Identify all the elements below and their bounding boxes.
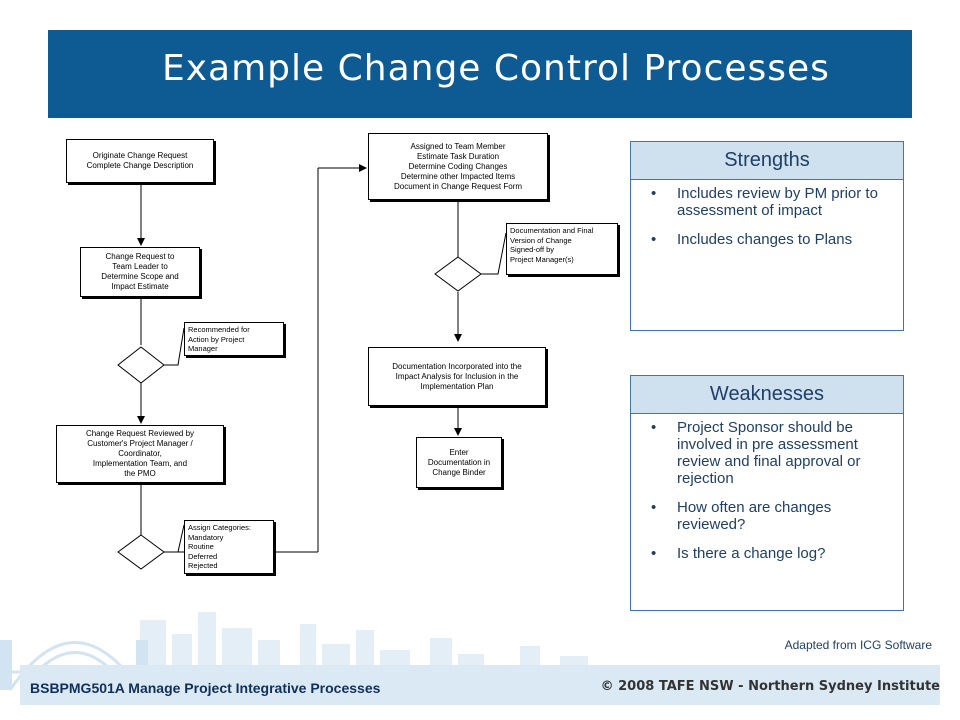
note-text: Documentation and Final <box>510 226 594 235</box>
bullet: • <box>651 499 657 516</box>
bullet: • <box>651 185 657 202</box>
note-text: Assign Categories: <box>188 523 251 532</box>
flow-box-reviewed: Change Request Reviewed by Customer's Pr… <box>56 425 224 483</box>
title-bar: Example Change Control Processes <box>48 30 912 118</box>
weaknesses-item-text: Project Sponsor should be involved in pr… <box>677 419 861 487</box>
footer-strip <box>20 665 940 705</box>
flow-box-incorporated: Documentation Incorporated into the Impa… <box>368 347 546 406</box>
decision-diamond <box>117 534 165 570</box>
flow-text: Customer's Project Manager / <box>87 439 193 448</box>
flow-text: Change Request to <box>105 252 175 261</box>
strengths-list: • Includes review by PM prior to assessme… <box>631 180 903 248</box>
flow-text: the PMO <box>124 469 156 478</box>
slide-title: Example Change Control Processes <box>162 48 830 89</box>
weaknesses-list: • Project Sponsor should be involved in p… <box>631 414 903 562</box>
strengths-panel: Strengths • Includes review by PM prior t… <box>630 141 904 331</box>
flowchart: Originate Change Request Complete Change… <box>48 125 628 610</box>
note-text: Mandatory <box>188 532 224 542</box>
weaknesses-item: • Project Sponsor should be involved in p… <box>649 419 889 487</box>
note-text: Rejected <box>188 561 218 570</box>
strengths-heading: Strengths <box>631 142 903 180</box>
note-text: Signed-off by <box>510 245 555 254</box>
note-documentation: Documentation and Final Version of Chang… <box>506 223 618 275</box>
flow-text: Document in Change Request Form <box>393 181 523 191</box>
strengths-item: • Includes changes to Plans <box>649 231 889 248</box>
decision-diamond <box>117 346 165 384</box>
flow-box-originate: Originate Change Request Complete Change… <box>66 139 214 183</box>
copyright-notice: © 2008 TAFE NSW - Northern Sydney Instit… <box>600 679 940 694</box>
flow-box-assigned: Assigned to Team Member Estimate Task Du… <box>368 133 548 200</box>
note-leader <box>164 327 185 366</box>
note-recommended: Recommended for Action by Project Manage… <box>184 322 284 356</box>
flow-text: Change Request Reviewed by <box>85 429 195 438</box>
flow-text: Determine Coding Changes <box>408 161 508 171</box>
flow-text: Documentation in <box>427 457 491 467</box>
note-text: Manager <box>188 344 218 353</box>
note-text: Deferred <box>188 551 218 561</box>
flow-text: Implementation Team, and <box>92 459 188 468</box>
flow-box-team-leader: Change Request to Team Leader to Determi… <box>80 247 200 297</box>
flow-box-enter: Enter Documentation in Change Binder <box>416 437 502 488</box>
strengths-item-text: Includes changes to Plans <box>677 231 853 248</box>
flow-text: Determine Scope and <box>101 272 179 281</box>
source-credit: Adapted from ICG Software <box>784 638 932 652</box>
note-text: Project Manager(s) <box>510 254 574 264</box>
bullet: • <box>651 231 657 248</box>
note-text: Action by Project <box>188 334 245 344</box>
flow-text: Change Binder <box>432 467 486 477</box>
flow-text: Estimate Task Duration <box>416 151 500 161</box>
note-categories: Assign Categories: Mandatory Routine Def… <box>184 520 274 574</box>
flow-text: Impact Estimate <box>111 282 169 291</box>
decision-diamond <box>434 256 482 292</box>
note-text: Version of Change <box>510 235 572 245</box>
flow-text: Team Leader to <box>112 262 168 271</box>
bullet: • <box>651 545 657 562</box>
flow-text: Assigned to Team Member <box>410 141 506 151</box>
flow-text: Determine other Impacted Items <box>400 171 516 181</box>
weaknesses-item-text: How often are changes reviewed? <box>677 499 832 533</box>
strengths-item: • Includes review by PM prior to assessme… <box>649 185 889 219</box>
flow-text: Documentation Incorporated into the <box>392 361 522 371</box>
flowchart-connectors <box>117 164 507 570</box>
flow-text: Coordinator, <box>118 449 162 458</box>
weaknesses-panel: Weaknesses • Project Sponsor should be in… <box>630 375 904 611</box>
flow-text: Implementation Plan <box>420 381 494 391</box>
weaknesses-item: • Is there a change log? <box>649 545 889 562</box>
bullet: • <box>651 419 657 436</box>
note-text: Recommended for <box>188 325 250 334</box>
flow-text: Originate Change Request <box>92 151 188 160</box>
flow-text: Enter <box>449 447 469 457</box>
note-leader <box>481 232 507 275</box>
note-text: Routine <box>188 542 214 551</box>
flow-text: Complete Change Description <box>86 161 194 170</box>
weaknesses-item: • How often are changes reviewed? <box>649 499 889 533</box>
note-leader <box>164 524 185 553</box>
strengths-item-text: Includes review by PM prior to assessmen… <box>677 185 878 219</box>
flow-text: Impact Analysis for Inclusion in the <box>395 371 519 381</box>
weaknesses-heading: Weaknesses <box>631 376 903 414</box>
course-code: BSBPMG501A Manage Project Integrative Pr… <box>30 680 381 696</box>
weaknesses-item-text: Is there a change log? <box>677 545 826 562</box>
